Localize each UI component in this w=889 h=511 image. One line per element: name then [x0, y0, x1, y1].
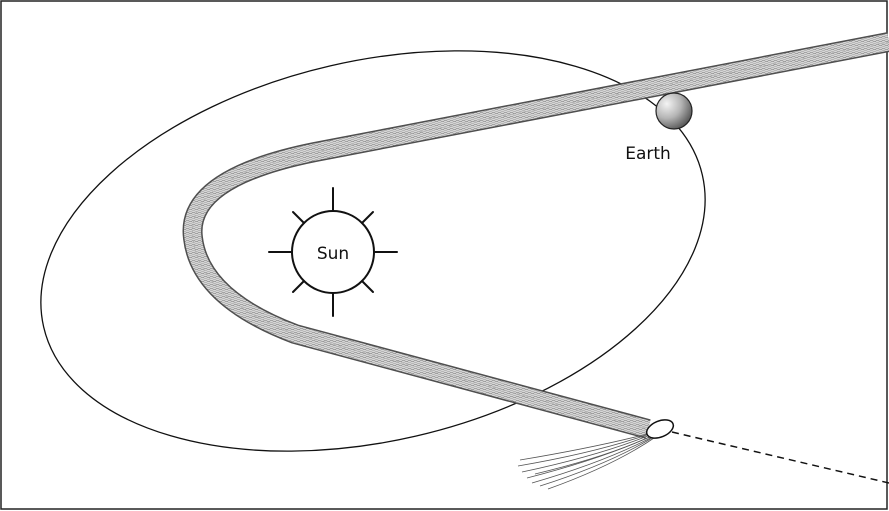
earth-label: Earth [625, 144, 671, 164]
comet-trajectory [672, 432, 889, 483]
earth-icon [656, 93, 692, 129]
comet-tail [518, 432, 657, 489]
sun-label: Sun [317, 244, 349, 264]
